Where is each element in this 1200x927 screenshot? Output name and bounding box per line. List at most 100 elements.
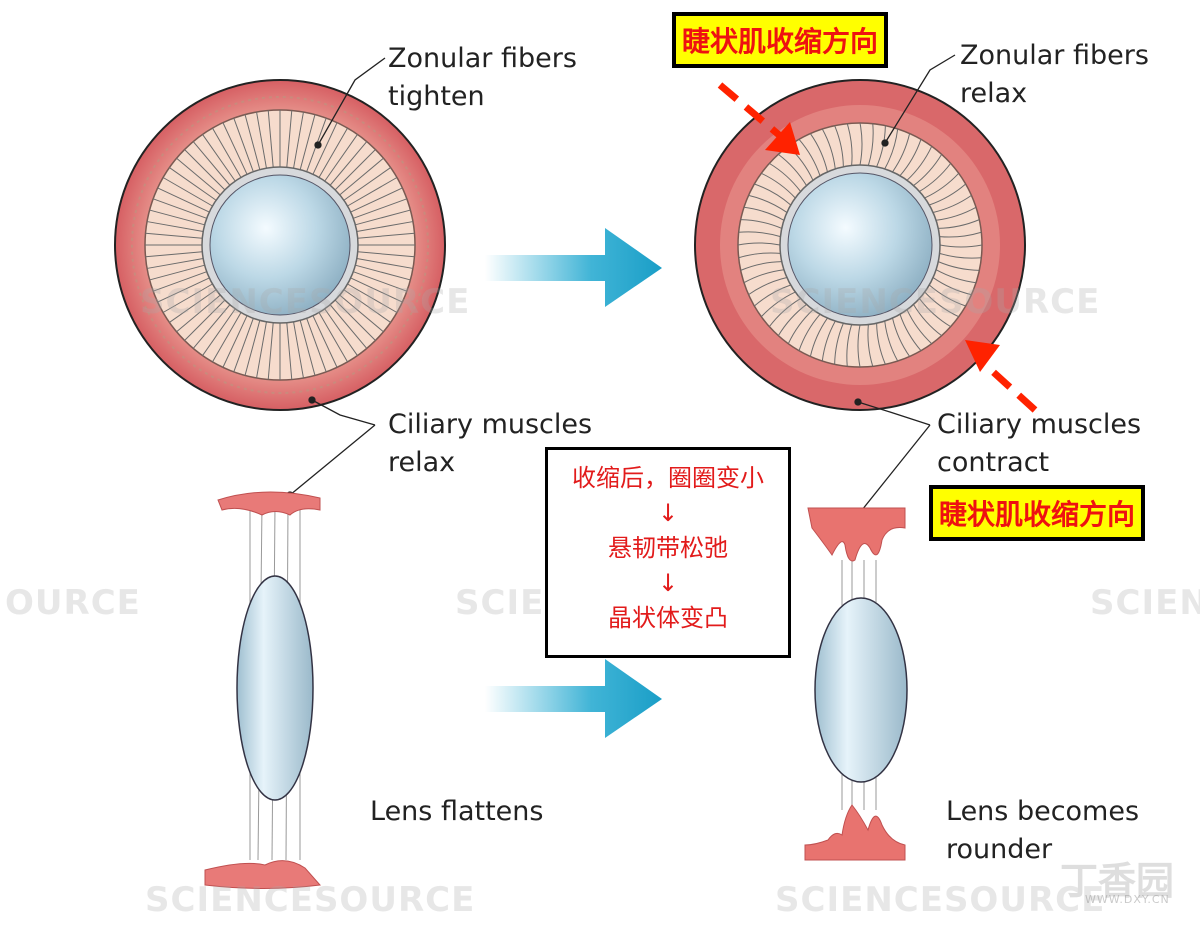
eye-relaxed: [114, 79, 446, 411]
zonular-fiber-relaxed: [936, 206, 977, 221]
zonular-fiber: [149, 264, 205, 281]
zonular-fiber: [334, 149, 376, 191]
zonular-fiber-relaxed: [738, 252, 781, 259]
zonular-fiber-relaxed: [935, 269, 977, 284]
watermark-1: SCIENCESOURCE: [140, 282, 471, 322]
zonular-fiber-relaxed: [740, 219, 782, 229]
zonular-fiber-relaxed: [929, 183, 966, 206]
zonular-fiber: [169, 167, 217, 201]
label-ciliary-contract: Ciliary muscles contract: [937, 409, 1142, 478]
zonular-fiber-relaxed: [892, 317, 911, 357]
zonular-fiber: [355, 264, 411, 281]
zonular-fiber: [355, 209, 411, 226]
contraction-arrow-top: [717, 82, 788, 143]
zonular-fiber: [267, 322, 274, 380]
zonular-fiber-relaxed: [884, 321, 899, 362]
zonular-fiber-relaxed: [769, 162, 801, 192]
zonular-fiber: [356, 258, 414, 269]
zonular-fiber: [152, 271, 207, 292]
label-lens-rounder: Lens becomes rounder: [946, 796, 1140, 865]
zonular-fiber-relaxed: [777, 304, 807, 336]
zonular-fiber-relaxed: [834, 323, 844, 365]
zonular-fiber: [339, 294, 384, 333]
zonular-fiber: [357, 251, 415, 258]
zonular-fiber-relaxed: [754, 183, 792, 206]
zonular-fiber: [212, 127, 242, 178]
zonular-fiber-relaxed: [899, 139, 922, 177]
zonular-fiber: [343, 167, 391, 201]
zonular-fiber-relaxed: [748, 194, 788, 213]
zonular-fiber-relaxed: [899, 314, 922, 351]
explanation-arrow-2: ↓: [657, 569, 679, 597]
zonular-fiber-relaxed: [939, 252, 982, 259]
zonular-fiber: [324, 134, 358, 182]
zonular-fiber: [244, 320, 261, 376]
zonular-fiber: [184, 149, 226, 191]
watermark-left-partial: OURCE: [5, 583, 141, 623]
zonular-fiber-relaxed: [740, 261, 782, 271]
zonular-fiber-relaxed: [932, 194, 972, 213]
zonular-fiber-relaxed: [939, 231, 982, 238]
dxy-logo: 丁香园: [1060, 859, 1175, 903]
zonular-fiber: [222, 122, 248, 175]
zonular-fiber-relaxed: [892, 133, 911, 173]
annotation-direction-right: 睫状肌收缩方向: [929, 485, 1146, 541]
zonular-fiber-relaxed: [867, 324, 874, 367]
zonular-fiber: [334, 299, 376, 341]
zonular-fiber-relaxed: [738, 231, 781, 238]
contraction-arrow-right: [977, 357, 1038, 413]
watermark-5: SCIENCESOURCE: [775, 880, 1106, 920]
zonular-fiber-relaxed: [938, 219, 980, 229]
label-zonular-relax: Zonular fibers relax: [960, 40, 1149, 109]
transition-arrow-top: [485, 228, 662, 307]
explanation-step-1: 收缩后，圈圈变小: [572, 464, 764, 492]
zonular-fiber: [233, 117, 254, 172]
zonular-fiber: [350, 277, 403, 303]
zonular-fiber-relaxed: [939, 244, 983, 248]
zonular-fiber: [149, 209, 205, 226]
zonular-fiber-relaxed: [834, 125, 844, 167]
zonular-fiber-relaxed: [928, 284, 966, 307]
explanation-box: 收缩后，圈圈变小 ↓ 悬韧带松弛 ↓ 晶状体变凸: [545, 447, 791, 658]
zonular-fiber: [157, 187, 210, 213]
zonular-fiber-relaxed: [932, 277, 972, 296]
zonular-fiber: [293, 111, 304, 169]
zonular-fiber: [356, 221, 414, 232]
zonular-fiber-relaxed: [924, 291, 959, 318]
zonular-fiber: [350, 187, 403, 213]
zonular-fiber: [343, 289, 391, 323]
zonular-fiber-relaxed: [798, 313, 821, 351]
zonular-fiber-relaxed: [919, 298, 951, 328]
explanation-step-2: 悬韧带松弛: [608, 534, 728, 562]
zonular-fiber: [192, 141, 231, 186]
lens-side-flat: [204, 491, 321, 889]
zonular-fiber-relaxed: [857, 324, 861, 368]
zonular-fiber: [329, 304, 368, 349]
zonular-fiber: [299, 320, 316, 376]
zonular-fiber: [146, 221, 204, 232]
zonular-fiber: [169, 289, 217, 323]
watermark-2: SCIENCESOURCE: [770, 282, 1101, 322]
zonular-fiber: [306, 318, 327, 373]
zonular-fiber: [256, 321, 267, 379]
zonular-fiber: [176, 294, 221, 333]
zonular-fiber: [162, 283, 213, 313]
zonular-fiber-relaxed: [787, 309, 814, 344]
zonular-fiber-relaxed: [743, 206, 785, 221]
zonular-fiber: [267, 110, 274, 168]
zonular-fiber: [347, 283, 398, 313]
watermark-right-partial: SCIEN: [1090, 583, 1200, 623]
zonular-fiber: [347, 177, 398, 207]
contraction-arrowhead-right: [965, 340, 1000, 372]
zonular-fiber-relaxed: [846, 324, 853, 367]
zonular-fiber-relaxed: [913, 304, 942, 337]
zonular-fiber: [312, 315, 338, 368]
zonular-fiber: [152, 198, 207, 219]
zonular-fiber: [353, 271, 408, 292]
zonular-fiber-relaxed: [846, 123, 853, 166]
explanation-arrow-1: ↓: [657, 499, 679, 527]
zonular-fiber-relaxed: [821, 128, 836, 169]
zonular-fiber: [299, 114, 316, 170]
zonular-fiber-relaxed: [768, 298, 801, 327]
